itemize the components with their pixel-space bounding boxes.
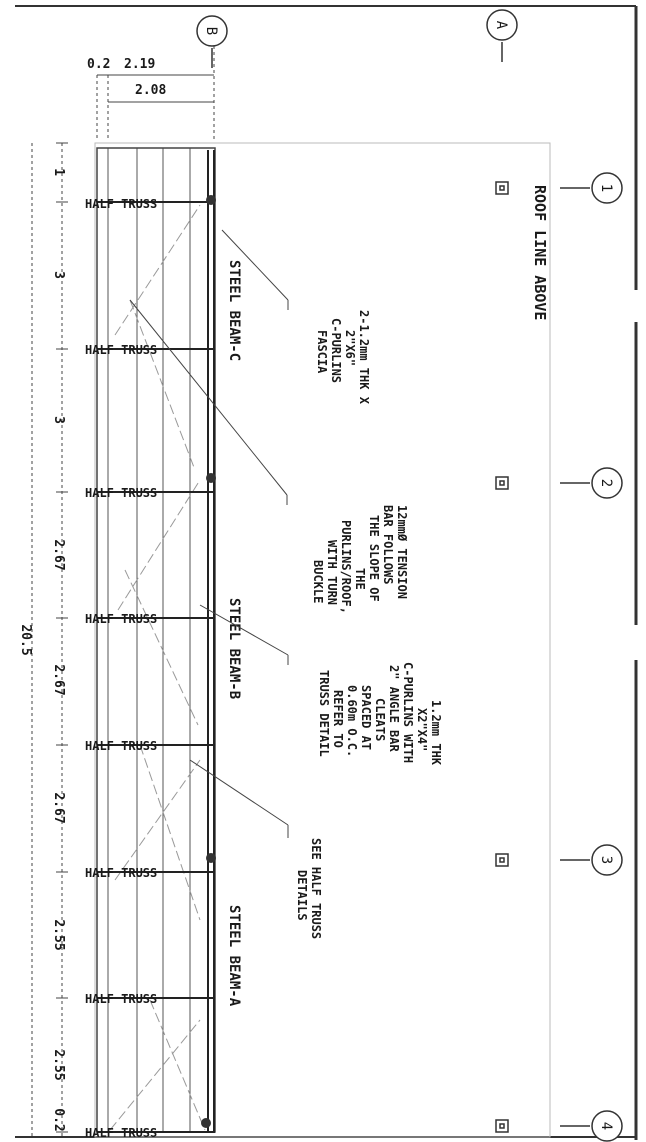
bay-dim-label: 2.67: [51, 792, 66, 823]
svg-text:FASCIA: FASCIA: [315, 330, 329, 374]
bay-dim-label: 2.55: [51, 919, 66, 950]
svg-text:SPACED AT: SPACED AT: [359, 685, 373, 750]
svg-text:2"X6": 2"X6": [343, 330, 357, 366]
truss-label: HALF TRUSS: [85, 992, 157, 1006]
truss-label: HALF TRUSS: [85, 343, 157, 357]
purlin-lines: [107, 148, 191, 1132]
bay-dimension-line: [31, 142, 68, 1137]
grid-bubble-3: 3: [591, 844, 623, 876]
svg-text:BAR FOLLOWS: BAR FOLLOWS: [381, 505, 395, 584]
svg-text:REFER TO: REFER TO: [331, 690, 345, 748]
svg-text:C-PURLINS WITH: C-PURLINS WITH: [401, 662, 415, 763]
svg-text:C-PURLINS: C-PURLINS: [329, 318, 343, 383]
top-dimension-lines: [96, 40, 215, 140]
svg-text:2: 2: [598, 479, 614, 487]
grid-bubble-4: 4: [591, 1110, 623, 1142]
truss-label: HALF TRUSS: [85, 197, 157, 211]
bay-dim-label: 3: [51, 416, 66, 424]
beam-label-a: STEEL BEAM-A: [226, 905, 242, 1007]
svg-text:BUCKLE: BUCKLE: [311, 560, 325, 603]
beam-label-c: STEEL BEAM-C: [226, 260, 242, 361]
top-dim-label: 2.08: [135, 83, 166, 98]
truss-end-marks: [201, 195, 216, 1128]
overall-dim-label: 20.5: [18, 624, 33, 655]
bay-dim-label: 0.2: [51, 1108, 66, 1131]
svg-text:B: B: [203, 27, 219, 35]
svg-text:THE SLOPE OF: THE SLOPE OF: [367, 515, 381, 602]
svg-text:1: 1: [598, 184, 614, 192]
bay-dimension-labels: 1 3 3 2.67 2.67 2.67 2.55 2.55 0.2 20.5: [18, 168, 66, 1132]
top-dim-label: 0.2: [87, 57, 110, 72]
svg-text:WITH TURN: WITH TURN: [325, 540, 339, 605]
svg-text:3: 3: [598, 856, 614, 864]
svg-text:4: 4: [598, 1122, 614, 1130]
svg-text:THE: THE: [353, 568, 367, 590]
truss-label: HALF TRUSS: [85, 1126, 157, 1140]
beam-label-b: STEEL BEAM-B: [226, 598, 242, 699]
svg-text:SEE HALF TRUSS: SEE HALF TRUSS: [309, 838, 323, 939]
note-purlins-fascia: 2-1.2mm THK X 2"X6" C-PURLINS FASCIA: [315, 310, 371, 405]
half-truss-labels: HALF TRUSS HALF TRUSS HALF TRUSS HALF TR…: [85, 197, 157, 1140]
svg-text:A: A: [493, 21, 509, 30]
bay-dim-label: 2.55: [51, 1049, 66, 1080]
bay-dim-label: 2.67: [51, 539, 66, 570]
note-tension-bar: 12mmØ TENSION BAR FOLLOWS THE SLOPE OF T…: [311, 505, 409, 614]
grid-bubble-a: A: [486, 9, 518, 41]
top-dimension-labels: 0.2 2.19 2.08: [87, 57, 166, 98]
svg-text:12mmØ TENSION: 12mmØ TENSION: [395, 505, 409, 599]
bay-dim-label: 2.67: [51, 664, 66, 695]
column-markers: [495, 181, 509, 1133]
truss-label: HALF TRUSS: [85, 739, 157, 753]
svg-text:X2"X4": X2"X4": [415, 708, 429, 751]
truss-label: HALF TRUSS: [85, 612, 157, 626]
tension-bar-diagonals: [109, 204, 206, 1131]
top-dim-label: 2.19: [124, 57, 155, 72]
half-truss-lines: [97, 201, 215, 1133]
grid-bubble-1: 1: [591, 172, 623, 204]
grid-bubble-2: 2: [591, 467, 623, 499]
roof-line-title: ROOF LINE ABOVE: [531, 185, 549, 320]
bay-dim-label: 3: [51, 271, 66, 279]
svg-text:CLEATS: CLEATS: [373, 698, 387, 741]
svg-text:2" ANGLE BAR: 2" ANGLE BAR: [387, 665, 401, 752]
svg-text:2-1.2mm THK X: 2-1.2mm THK X: [357, 310, 371, 405]
roof-line-outline: [94, 142, 551, 1138]
bay-dim-label: 1: [51, 168, 66, 176]
svg-text:PURLINS/ROOF,: PURLINS/ROOF,: [339, 520, 353, 614]
truss-label: HALF TRUSS: [85, 486, 157, 500]
svg-text:TRUSS DETAIL: TRUSS DETAIL: [317, 670, 331, 757]
grid-bubble-b: B: [196, 15, 228, 47]
note-c-purlins-cleats: 1.2mm THK X2"X4" C-PURLINS WITH 2" ANGLE…: [317, 662, 443, 766]
steel-beam-line: [207, 150, 215, 1132]
svg-text:0.60m O.C.: 0.60m O.C.: [345, 685, 359, 757]
svg-text:DETAILS: DETAILS: [295, 870, 309, 921]
truss-label: HALF TRUSS: [85, 866, 157, 880]
grid-bubbles: [211, 42, 590, 1127]
leader-lines: [129, 229, 289, 838]
roof-edge: [96, 147, 216, 1133]
note-half-truss-details: SEE HALF TRUSS DETAILS: [295, 838, 323, 939]
svg-text:1.2mm THK: 1.2mm THK: [429, 700, 443, 766]
